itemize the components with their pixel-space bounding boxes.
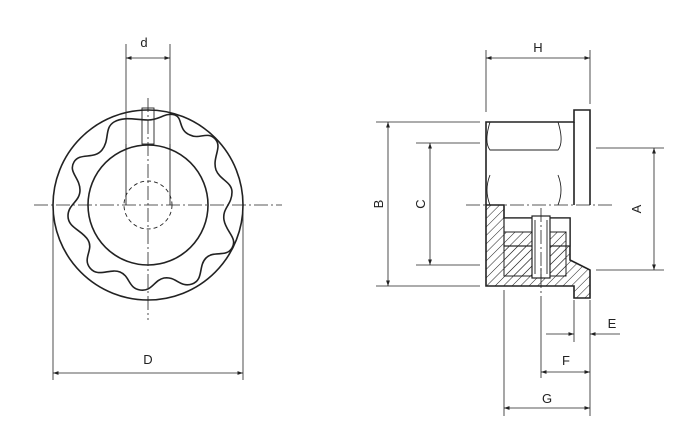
side-view: H B C A E F G	[371, 40, 664, 416]
side-upper-body-outline	[485, 109, 591, 205]
front-grip-scallop-outline	[67, 113, 235, 291]
dim-H-label: H	[533, 40, 542, 55]
side-upper-grip-contour-2	[486, 174, 562, 206]
side-upper-grip-contour	[486, 121, 562, 151]
dim-G-label: G	[542, 391, 552, 406]
dim-C-label: C	[413, 199, 428, 208]
dim-F-label: F	[562, 353, 570, 368]
front-view: d D	[34, 35, 282, 380]
dim-E-label: E	[608, 316, 617, 331]
dim-B-label: B	[371, 200, 386, 209]
dim-D-label: D	[143, 352, 152, 367]
dim-d-label: d	[140, 35, 147, 50]
dim-A-label: A	[629, 204, 644, 213]
